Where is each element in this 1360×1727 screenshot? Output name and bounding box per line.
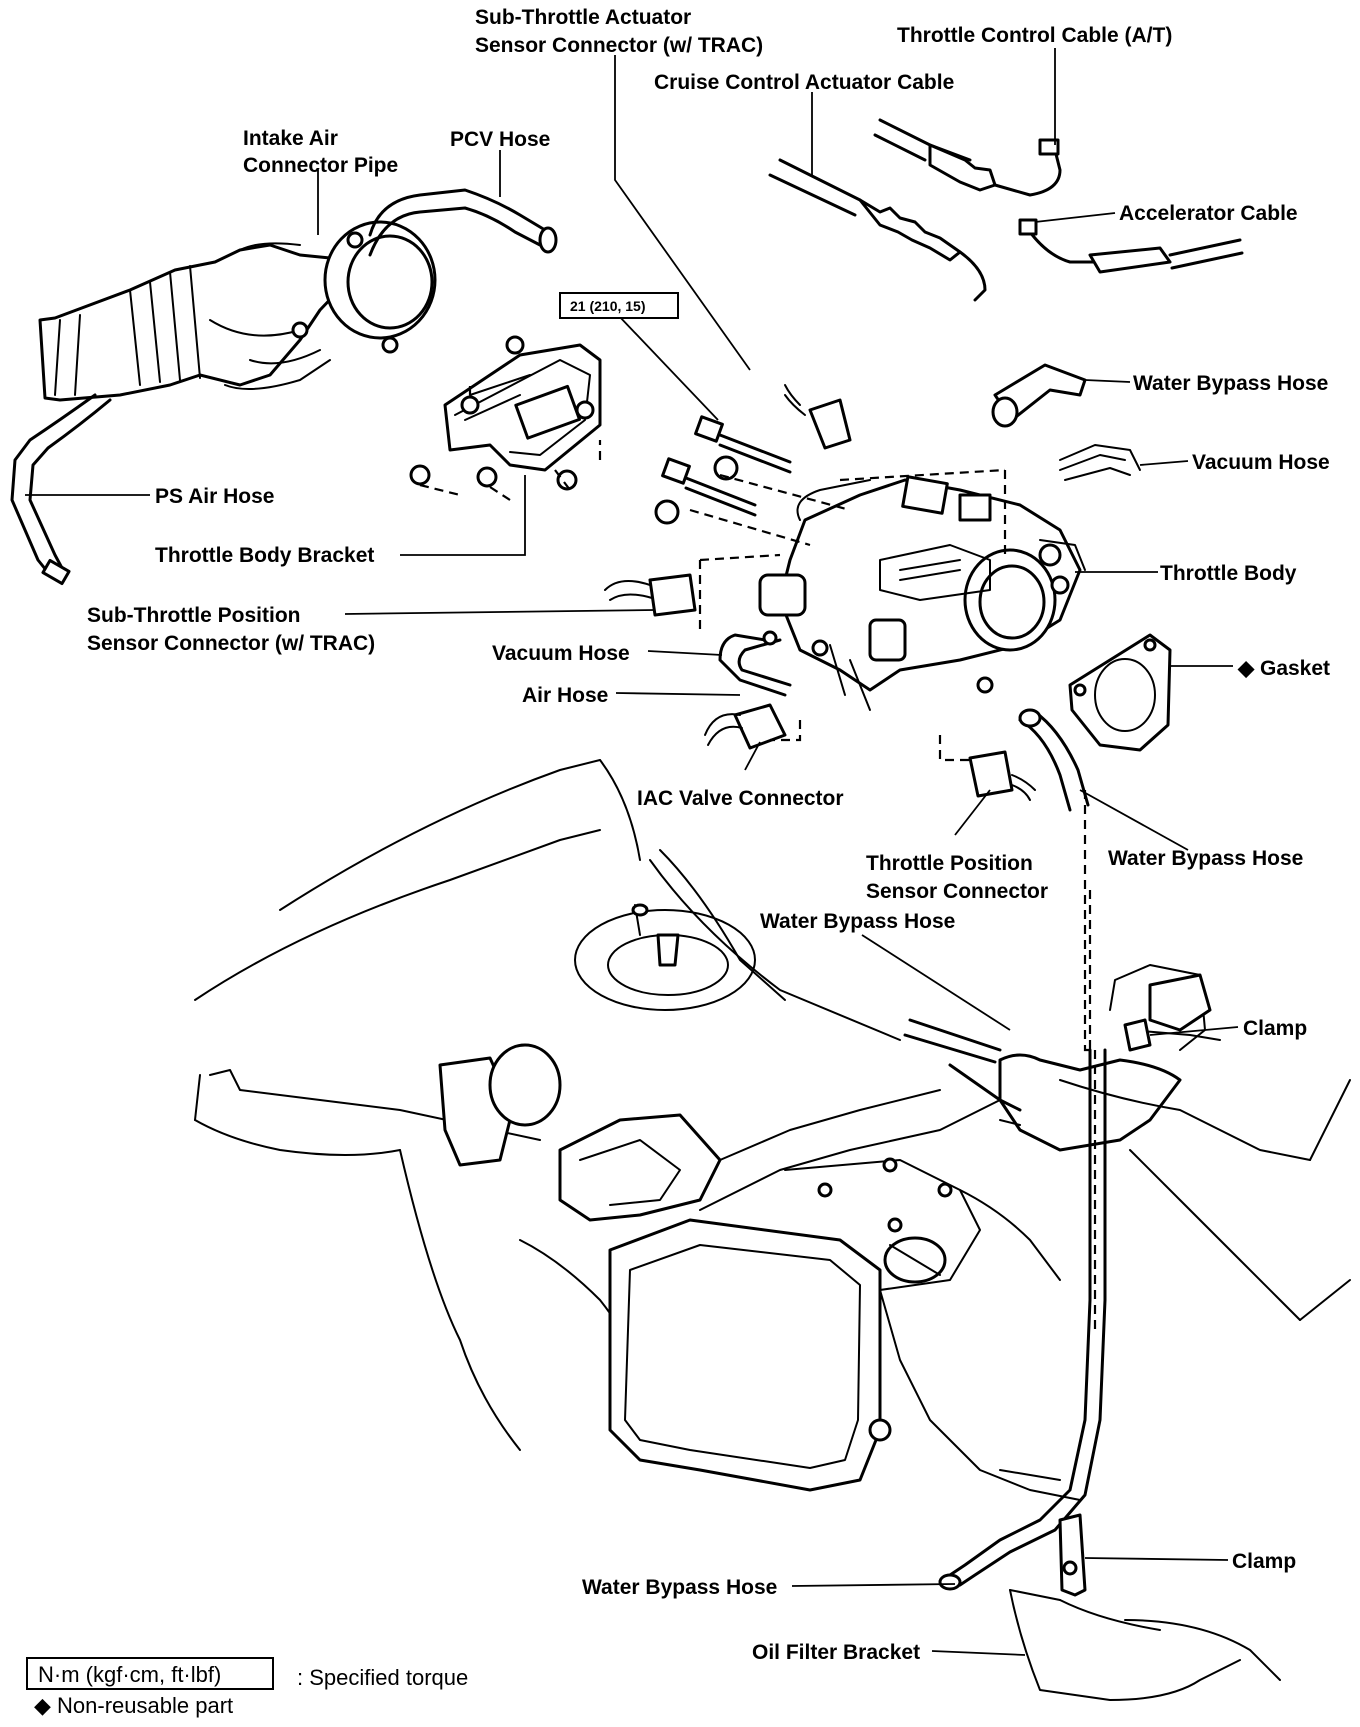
assembly-lines-lower: [1088, 890, 1097, 1330]
torque-spec-box: 21 (210, 15): [559, 292, 679, 319]
throttle-body-bracket-drawing: [409, 335, 602, 501]
water-bypass-hose-middle-drawing: [1018, 708, 1090, 812]
label-throttle-position-line2: Sensor Connector: [866, 880, 1048, 903]
label-sub-throttle-position-line1: Sub-Throttle Position: [87, 604, 300, 627]
label-clamp-2: Clamp: [1232, 1550, 1296, 1573]
label-intake-air-line1: Intake Air: [243, 127, 338, 150]
label-torque-value: 21 (210, 15): [570, 298, 646, 314]
iac-valve-connector-drawing: [704, 703, 787, 750]
label-cruise-control-cable: Cruise Control Actuator Cable: [654, 71, 954, 94]
throttle-position-connector-drawing: [968, 750, 1036, 801]
gasket-drawing: [1068, 633, 1172, 752]
label-vacuum-hose-2: Vacuum Hose: [492, 642, 630, 665]
legend: N·m (kgf·cm, ft·lbf) : Specified torque …: [26, 1657, 468, 1718]
label-clamp-1: Clamp: [1243, 1017, 1307, 1040]
oil-filter-drawing: [1009, 1589, 1281, 1701]
label-sub-throttle-position-line2: Sensor Connector (w/ TRAC): [87, 632, 375, 655]
legend-torque-unit: N·m (kgf·cm, ft·lbf): [38, 1662, 221, 1687]
label-vacuum-hose-1: Vacuum Hose: [1192, 451, 1330, 474]
label-ps-air-hose: PS Air Hose: [155, 485, 274, 508]
label-water-bypass-hose-1: Water Bypass Hose: [1133, 372, 1328, 395]
legend-non-reusable: ◆ Non-reusable part: [34, 1693, 233, 1718]
labels: Sub-Throttle Actuator Sensor Connector (…: [87, 6, 1330, 1664]
legend-torque-desc: : Specified torque: [297, 1665, 468, 1690]
intake-air-connector-pipe-drawing: [38, 220, 437, 402]
vacuum-air-hoses-drawing: [718, 630, 792, 697]
bolts-drawing: [654, 415, 792, 525]
label-air-hose: Air Hose: [522, 684, 608, 707]
cables-drawing: [768, 118, 1244, 302]
water-bypass-hose-top-drawing: [991, 363, 1087, 428]
label-throttle-position-line1: Throttle Position: [866, 852, 1033, 875]
sub-throttle-position-connector-drawing: [604, 573, 697, 617]
sub-throttle-actuator-connector-drawing: [784, 384, 852, 450]
vacuum-hose-top-drawing: [1059, 444, 1141, 481]
label-water-bypass-hose-4: Water Bypass Hose: [582, 1576, 777, 1599]
ps-air-hose-drawing: [10, 393, 112, 586]
label-sub-throttle-actuator-line1: Sub-Throttle Actuator: [475, 6, 691, 29]
assembly-lines-upper: [598, 440, 1090, 1052]
label-accelerator-cable: Accelerator Cable: [1119, 202, 1298, 225]
label-water-bypass-hose-3: Water Bypass Hose: [760, 910, 955, 933]
label-throttle-body-bracket: Throttle Body Bracket: [155, 544, 374, 567]
throttle-body-drawing: [758, 475, 1086, 711]
label-intake-air-line2: Connector Pipe: [243, 154, 398, 177]
label-sub-throttle-actuator-line2: Sensor Connector (w/ TRAC): [475, 34, 763, 57]
lower-water-bypass-hose-drawing: [938, 1018, 1161, 1631]
label-pcv-hose: PCV Hose: [450, 128, 550, 151]
label-gasket: ◆ Gasket: [1237, 657, 1330, 680]
label-throttle-body: Throttle Body: [1160, 562, 1297, 585]
label-throttle-control-cable: Throttle Control Cable (A/T): [897, 24, 1172, 47]
label-water-bypass-hose-2: Water Bypass Hose: [1108, 847, 1303, 870]
pcv-hose-drawing: [346, 188, 558, 257]
leader-lines: [25, 48, 1239, 1656]
label-iac-valve-connector: IAC Valve Connector: [637, 787, 844, 810]
label-oil-filter-bracket: Oil Filter Bracket: [752, 1641, 920, 1664]
engine-outline-drawing: [194, 759, 1351, 1501]
